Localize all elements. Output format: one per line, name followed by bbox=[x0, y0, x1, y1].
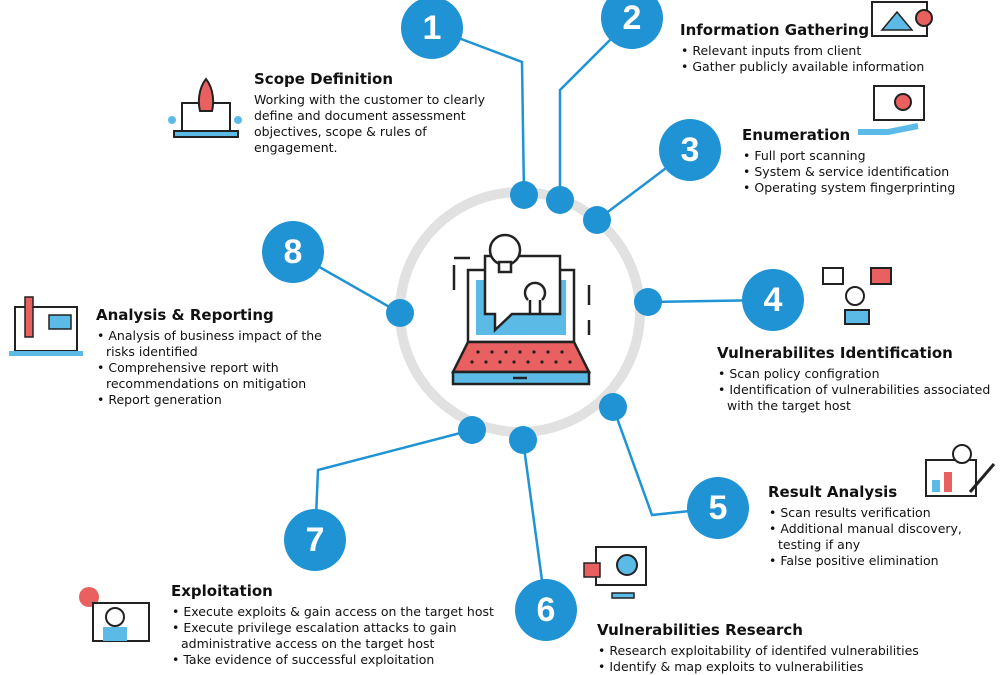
step-analysis-reporting: Analysis & Reporting Analysis of busines… bbox=[96, 306, 326, 408]
node-dot-1 bbox=[510, 181, 538, 209]
step-bullet: Gather publicly available information bbox=[680, 59, 940, 75]
step-exploitation: Exploitation Execute exploits & gain acc… bbox=[171, 582, 501, 668]
step-title: Scope Definition bbox=[254, 70, 393, 88]
rocket-laptop-icon bbox=[168, 77, 242, 138]
node-dot-8 bbox=[386, 299, 414, 327]
step-bullet: Relevant inputs from client bbox=[680, 43, 940, 59]
step-title: Enumeration bbox=[742, 126, 851, 144]
step-bullet: Scan results verification bbox=[768, 505, 988, 521]
step-bullet: Research exploitability of identifed vul… bbox=[597, 643, 997, 659]
step-title: Exploitation bbox=[171, 582, 273, 600]
step-bullet: System & service identification bbox=[742, 164, 997, 180]
step-number-4: 4 bbox=[742, 269, 804, 331]
step-number-5: 5 bbox=[687, 477, 749, 539]
step-number-6: 6 bbox=[515, 579, 577, 641]
step-bullet: Scan policy configration bbox=[717, 366, 997, 382]
step-number-1: 1 bbox=[401, 0, 463, 59]
step-bullet: Execute privilege escalation attacks to … bbox=[171, 620, 501, 652]
step-title: Analysis & Reporting bbox=[96, 306, 274, 324]
step-bullet: Identify & map exploits to vulnerabiliti… bbox=[597, 659, 997, 675]
node-dot-4 bbox=[634, 288, 662, 316]
step-bullet: Identification of vulnerabilities associ… bbox=[717, 382, 997, 414]
step-vulnerabilities-research: Vulnerabilities Research Research exploi… bbox=[597, 621, 997, 675]
step-bullet: Comprehensive report with recommendation… bbox=[96, 360, 326, 392]
toolbox-icon bbox=[871, 1, 933, 37]
step-information-gathering: Information Gathering Relevant inputs fr… bbox=[680, 21, 940, 75]
network-media-icon bbox=[822, 267, 892, 325]
step-bullet: Analysis of business impact of the risks… bbox=[96, 328, 326, 360]
step-number-8: 8 bbox=[262, 221, 324, 283]
node-dot-3 bbox=[583, 206, 611, 234]
step-title: Information Gathering bbox=[680, 21, 870, 39]
node-dot-6 bbox=[509, 426, 537, 454]
step-number-2: 2 bbox=[601, 0, 663, 49]
step-bullet: Full port scanning bbox=[742, 148, 997, 164]
connector-1 bbox=[431, 26, 526, 196]
step-bullet: Take evidence of successful exploitation bbox=[171, 652, 501, 668]
step-bullet: Operating system fingerprinting bbox=[742, 180, 997, 196]
step-number-3: 3 bbox=[659, 119, 721, 181]
step-enumeration: Enumeration Full port scanningSystem & s… bbox=[742, 126, 997, 196]
step-bullet: Execute exploits & gain access on the ta… bbox=[171, 604, 501, 620]
node-dot-2 bbox=[546, 186, 574, 214]
laptop-lightbulb-wrench-icon bbox=[450, 233, 592, 386]
step-title: Vulnerabilities Research bbox=[597, 621, 803, 639]
step-bullet: Report generation bbox=[96, 392, 326, 408]
node-dot-5 bbox=[599, 393, 627, 421]
step-scope-definition: Scope Definition Working with the custom… bbox=[254, 70, 504, 156]
analytics-monitor-icon bbox=[925, 444, 996, 497]
step-vulnerabilities-identification: Vulnerabilites Identification Scan polic… bbox=[717, 344, 997, 414]
step-result-analysis: Result Analysis Scan results verificatio… bbox=[768, 483, 988, 569]
monitor-magnifier-icon bbox=[583, 546, 647, 599]
hacker-headset-icon bbox=[79, 587, 150, 642]
step-description: Working with the customer to clearly def… bbox=[254, 92, 485, 155]
step-bullet: False positive elimination bbox=[768, 553, 988, 569]
monitor-gear-hand-icon bbox=[858, 85, 925, 135]
node-dot-7 bbox=[458, 416, 486, 444]
step-bullet: Additional manual discovery, testing if … bbox=[768, 521, 988, 553]
step-title: Result Analysis bbox=[768, 483, 898, 501]
step-title: Vulnerabilites Identification bbox=[717, 344, 953, 362]
step-number-7: 7 bbox=[284, 509, 346, 571]
connector-2 bbox=[558, 17, 633, 200]
report-sliders-icon bbox=[9, 296, 83, 356]
